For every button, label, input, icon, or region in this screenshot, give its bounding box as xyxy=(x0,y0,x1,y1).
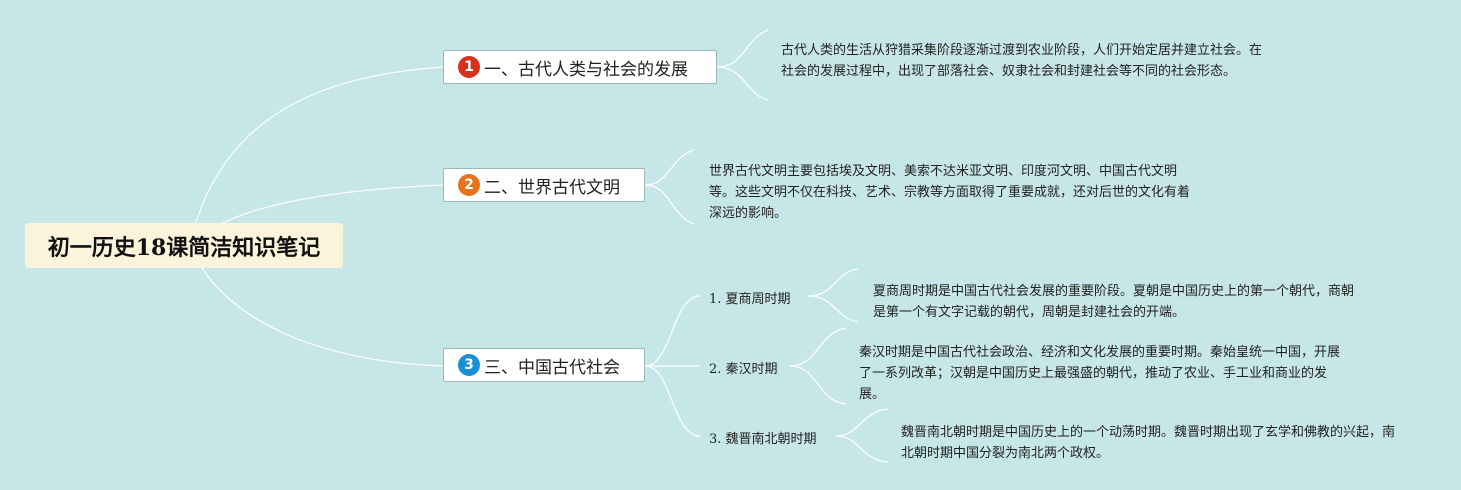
connector-topic-2-desc xyxy=(644,149,695,186)
connector-topic-1-desc xyxy=(716,29,769,68)
subtopic-3-description: 魏晋南北朝时期是中国历史上的一个动荡时期。魏晋时期出现了玄学和佛教的兴起，南北朝… xyxy=(901,425,1396,461)
connector-root-topic-1 xyxy=(189,66,444,246)
topic-label: 一、古代人类与社会的发展 xyxy=(484,59,688,80)
number-badge-2: 2 xyxy=(458,174,480,196)
subtopic-1-description: 夏商周时期是中国古代社会发展的重要阶段。夏朝是中国历史上的第一个朝代，商朝是第一… xyxy=(873,284,1355,320)
root-title[interactable]: 初一历史18课简洁知识笔记 xyxy=(25,223,343,268)
connector-root-topic-3 xyxy=(189,244,444,367)
topic-ancient-chinese-society[interactable]: 3 三、中国古代社会 xyxy=(443,348,645,382)
topic-2-description: 世界古代文明主要包括埃及文明、美索不达米亚文明、印度河文明、中国古代文明等。这些… xyxy=(709,164,1191,221)
subtopic-wei-jin-north-south[interactable]: 3. 魏晋南北朝时期 xyxy=(709,432,817,447)
subtopic-xia-shang-zhou[interactable]: 1. 夏商周时期 xyxy=(709,292,791,307)
subtopic-qin-han[interactable]: 2. 秦汉时期 xyxy=(709,362,778,377)
number-badge-3: 3 xyxy=(458,354,480,376)
topic-ancient-society-development[interactable]: 1 一、古代人类与社会的发展 xyxy=(443,50,717,84)
subtopic-2-description: 秦汉时期是中国古代社会政治、经济和文化发展的重要时期。秦始皇统一中国，开展了一系… xyxy=(859,345,1341,402)
topic-label: 二、世界古代文明 xyxy=(484,177,620,198)
connector-topic-3-sub-3 xyxy=(644,365,701,437)
connector-topic-3-sub-1 xyxy=(644,295,701,367)
topic-world-ancient-civilizations[interactable]: 2 二、世界古代文明 xyxy=(443,168,645,202)
number-badge-1: 1 xyxy=(458,56,480,78)
topic-1-description: 古代人类的生活从狩猎采集阶段逐渐过渡到农业阶段，人们开始定居并建立社会。在社会的… xyxy=(781,43,1263,79)
topic-label: 三、中国古代社会 xyxy=(484,357,620,378)
